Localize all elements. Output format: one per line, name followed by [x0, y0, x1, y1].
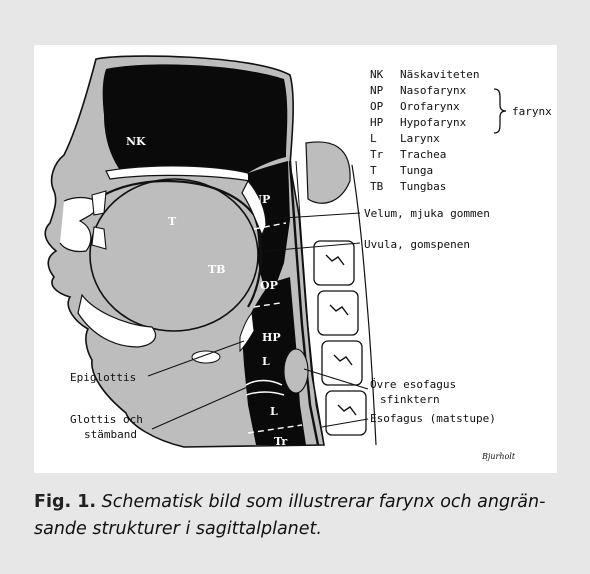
region-tag-tb: TB — [208, 263, 225, 276]
legend-abbr: Tr — [370, 148, 384, 161]
region-tag-t: T — [168, 215, 177, 228]
legend-abbr: NP — [370, 84, 384, 97]
callout-esophagus: Esofagus (matstupe) — [370, 412, 496, 425]
legend-name: Nasofarynx — [400, 84, 467, 97]
legend-name: Tunga — [400, 164, 433, 177]
region-tag-tr: Tr — [274, 435, 287, 448]
legend-abbr: TB — [370, 180, 384, 193]
legend-name: Tungbas — [400, 180, 446, 193]
pharynx-diagram: NK NP T TB OP HP L L Tr NK Näskaviteten … — [34, 45, 557, 473]
sphincter-shape — [284, 349, 308, 393]
legend-abbr: NK — [370, 68, 384, 81]
legend-name: Trachea — [400, 148, 446, 161]
legend-name: Larynx — [400, 132, 440, 145]
callout-epiglottis: Epiglottis — [70, 371, 136, 384]
callout-velum: Velum, mjuka gommen — [364, 207, 490, 220]
callout-sphincter-line1: Övre esofagus — [370, 378, 456, 391]
tongue-shape — [90, 179, 258, 331]
region-tag-l-upper: L — [262, 355, 270, 368]
region-tag-hp: HP — [262, 331, 281, 344]
artist-signature: Bjurholt — [481, 452, 516, 461]
callout-uvula: Uvula, gomspenen — [364, 238, 470, 251]
nasal-cavity-shape — [103, 64, 288, 173]
legend-group-label: farynx — [512, 105, 552, 118]
figure-panel: NK NP T TB OP HP L L Tr NK Näskaviteten … — [34, 45, 557, 473]
legend-abbr: OP — [370, 100, 384, 113]
hyoid — [192, 351, 220, 363]
vertebra-upper — [306, 142, 350, 203]
legend-name: Orofarynx — [400, 100, 460, 113]
legend: NK Näskaviteten NP Nasofarynx OP Orofary… — [370, 68, 552, 193]
legend-abbr: HP — [370, 116, 384, 129]
callout-glottis-line1: Glottis och — [70, 413, 143, 426]
region-tag-nk: NK — [126, 135, 146, 148]
legend-abbr: L — [370, 132, 377, 145]
region-tag-op: OP — [260, 279, 278, 292]
region-tag-l-lower: L — [270, 405, 278, 418]
vertebra — [318, 291, 358, 335]
vertebra — [326, 391, 366, 435]
legend-abbr: T — [370, 164, 377, 177]
vertebra — [322, 341, 362, 385]
callout-sphincter-line2: sfinktern — [380, 393, 440, 406]
caption-text: Schematisk bild som illustrerar farynx o… — [34, 492, 545, 539]
region-tag-np: NP — [252, 193, 270, 206]
figure-caption: Fig. 1. Schematisk bild som illustrerar … — [34, 489, 557, 543]
callout-glottis-line2: stämband — [84, 428, 137, 441]
legend-name: Hypofarynx — [400, 116, 467, 129]
vertebra — [314, 241, 354, 285]
legend-name: Näskaviteten — [400, 68, 479, 81]
caption-label: Fig. 1. — [34, 492, 96, 512]
legend-brace — [494, 89, 506, 133]
